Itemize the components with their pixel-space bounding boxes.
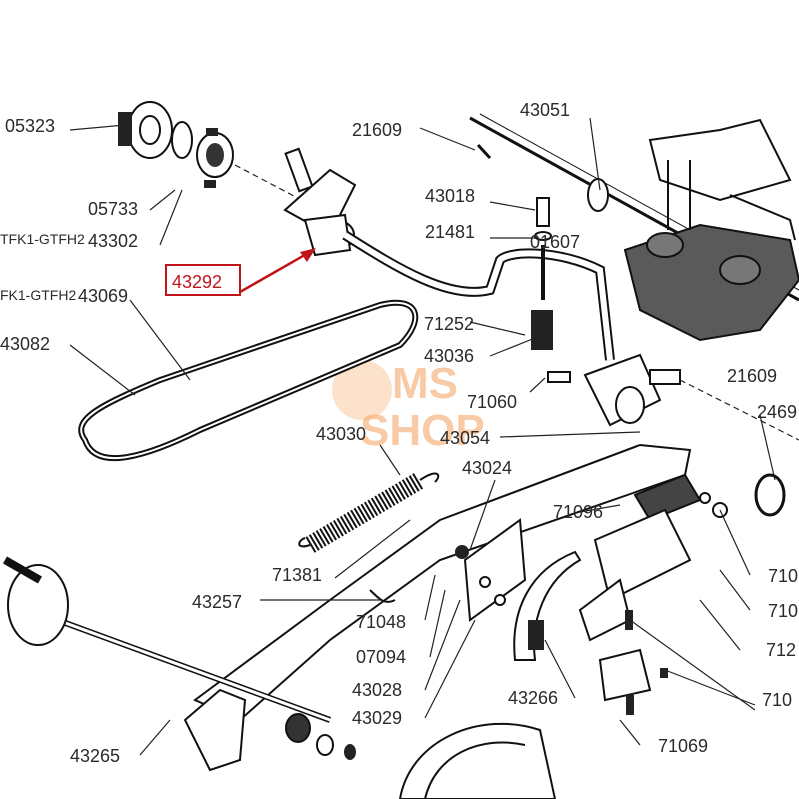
part-label-21609[interactable]: 21609 [352,120,402,140]
tension-spring [298,472,440,553]
part-label-71060[interactable]: 71060 [467,392,517,412]
part-label-21609-b[interactable]: 21609 [727,366,777,386]
transmission-housing [587,118,799,342]
highlight-arrow [239,248,316,294]
lower-axle-assembly [3,556,557,799]
part-label-43265[interactable]: 43265 [70,746,120,766]
curved-guard [513,550,582,661]
watermark-line1: MS [392,359,458,408]
part-label-21481[interactable]: 21481 [425,222,475,242]
part-label-710-c[interactable]: 710 [762,690,792,710]
part-label-710-b[interactable]: 710 [768,601,798,621]
leader-lines [69,117,776,756]
part-label-43036[interactable]: 43036 [424,346,474,366]
part-label-05323[interactable]: 05323 [5,116,55,136]
part-label-43054[interactable]: 43054 [440,428,490,448]
part-label-71096[interactable]: 71096 [553,502,603,522]
part-label-43018[interactable]: 43018 [425,186,475,206]
ratchet-plate [455,518,527,622]
part-label-43082[interactable]: 43082 [0,334,50,354]
part-label-71048[interactable]: 71048 [356,612,406,632]
part-label-43069[interactable]: 43069 [78,286,128,306]
pedal-assembly [578,473,786,715]
variant-label-2: FK1-GTFH2 [0,287,76,303]
pivot-bracket [283,147,357,257]
part-label-43029[interactable]: 43029 [352,708,402,728]
part-label-43302[interactable]: 43302 [88,231,138,251]
part-label-43292[interactable]: 43292 [172,272,222,292]
part-labels: 05323 21609 43051 43018 21481 01607 0573… [0,100,798,766]
part-label-43266[interactable]: 43266 [508,688,558,708]
variant-label-1: TFK1-GTFH2 [0,231,85,247]
part-label-2469[interactable]: 2469 [757,402,797,422]
part-label-43028[interactable]: 43028 [352,680,402,700]
part-label-07094[interactable]: 07094 [356,647,406,667]
drive-belt [78,299,419,462]
part-label-710-a[interactable]: 710 [768,566,798,586]
part-label-71069[interactable]: 71069 [658,736,708,756]
top-left-gear-assembly [118,101,331,216]
right-pivot-bracket [547,353,799,441]
part-label-43030[interactable]: 43030 [316,424,366,444]
watermark-mascot-icon [332,360,392,420]
part-label-71381[interactable]: 71381 [272,565,322,585]
part-label-43257[interactable]: 43257 [192,592,242,612]
main-lever-arm [193,443,692,722]
highlighted-part-box[interactable]: 43292 [165,264,241,296]
part-label-01607[interactable]: 01607 [530,232,580,252]
part-label-712[interactable]: 712 [766,640,796,660]
part-label-43024[interactable]: 43024 [462,458,512,478]
pin-stack [476,143,553,350]
part-label-43051[interactable]: 43051 [520,100,570,120]
part-label-05733[interactable]: 05733 [88,199,138,219]
control-rod [342,230,615,361]
part-label-71252[interactable]: 71252 [424,314,474,334]
